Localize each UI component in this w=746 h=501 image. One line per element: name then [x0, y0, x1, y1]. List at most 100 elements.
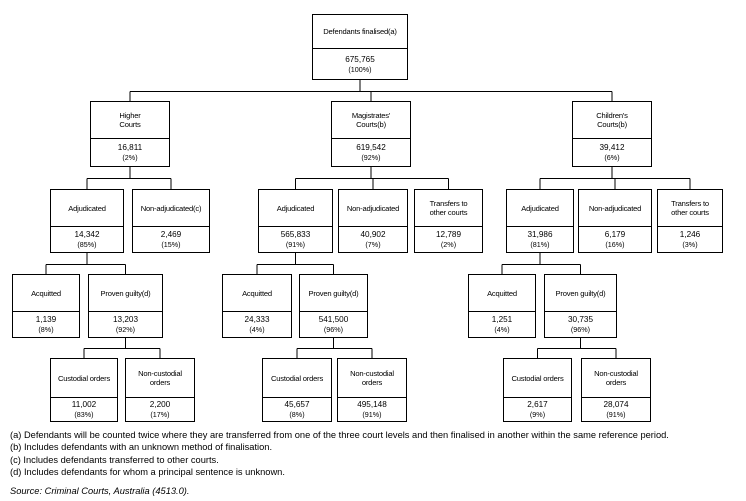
node-label: Custodial orders	[263, 359, 331, 398]
node-defendants-finalised: Defendants finalised(a) 675,765(100%)	[312, 14, 408, 80]
node-percent: (8%)	[38, 325, 54, 334]
node-percent: (2%)	[440, 240, 457, 249]
node-count: 12,789	[435, 230, 462, 239]
node-count: 31,986	[527, 230, 553, 239]
node-higher-custodial-orders: Custodial orders 11,002(83%)	[50, 358, 118, 422]
node-childrens-non-adjudicated: Non-adjudicated 6,179(16%)	[578, 189, 652, 253]
node-percent: (8%)	[289, 410, 305, 419]
node-percent: (3%)	[682, 240, 698, 249]
node-childrens-acquitted: Acquitted 1,251(4%)	[468, 274, 536, 338]
node-count: 675,765	[345, 54, 375, 64]
node-label: Custodial orders	[51, 359, 117, 398]
node-count: 541,500	[318, 315, 349, 324]
node-count: 30,735	[567, 315, 594, 324]
node-count: 1,251	[491, 315, 513, 324]
node-count: 565,833	[280, 230, 311, 239]
node-childrens-custodial-orders: Custodial orders 2,617(9%)	[503, 358, 572, 422]
node-magistrates-transfers: Transfers to other courts 12,789(2%)	[414, 189, 483, 253]
node-label: Defendants finalised(a)	[313, 15, 407, 49]
node-count: 1,139	[35, 315, 57, 324]
node-count: 2,200	[149, 400, 171, 409]
node-percent: (96%)	[323, 325, 344, 334]
node-childrens-non-custodial-orders: Non-custodial orders 28,074(91%)	[581, 358, 651, 422]
node-label: Acquitted	[469, 275, 535, 312]
node-percent: (100%)	[348, 64, 372, 74]
footnote-a: (a) Defendants will be counted twice whe…	[10, 430, 669, 440]
node-percent: (81%)	[530, 240, 550, 249]
node-count: 45,657	[284, 400, 310, 409]
node-magistrates-non-custodial-orders: Non-custodial orders 495,148(91%)	[337, 358, 407, 422]
node-label: Adjudicated	[259, 190, 332, 227]
node-label: Proven guilty(d)	[545, 275, 616, 312]
node-count: 13,203	[112, 315, 139, 324]
node-label: Proven guilty(d)	[300, 275, 367, 312]
node-label: Children's Courts(b)	[573, 102, 651, 139]
node-percent: (91%)	[362, 410, 382, 419]
node-higher-acquitted: Acquitted 1,139(8%)	[12, 274, 80, 338]
node-label: Adjudicated	[51, 190, 123, 227]
node-percent: (96%)	[570, 325, 591, 334]
node-percent: (92%)	[115, 325, 136, 334]
node-count: 619,542	[356, 143, 386, 152]
node-count: 40,902	[360, 230, 386, 239]
node-percent: (2%)	[122, 153, 138, 162]
node-percent: (15%)	[161, 240, 181, 249]
node-count: 14,342	[74, 230, 100, 239]
node-percent: (91%)	[606, 410, 626, 419]
node-higher-non-custodial-orders: Non-custodial orders 2,200(17%)	[125, 358, 195, 422]
node-percent: (92%)	[361, 153, 381, 162]
node-higher-adjudicated: Adjudicated 14,342(85%)	[50, 189, 124, 253]
node-childrens-adjudicated: Adjudicated 31,986(81%)	[506, 189, 574, 253]
node-label: Acquitted	[223, 275, 291, 312]
node-label: Non-adjudicated	[339, 190, 407, 227]
footnotes: (a) Defendants will be counted twice whe…	[10, 429, 669, 479]
node-count: 16,811	[117, 143, 143, 152]
node-label: Non-adjudicated(c)	[133, 190, 209, 227]
node-label: Acquitted	[13, 275, 79, 312]
node-higher-proven-guilty: Proven guilty(d) 13,203(92%)	[88, 274, 163, 338]
node-label: Higher Courts	[91, 102, 169, 139]
node-percent: (6%)	[604, 153, 620, 162]
node-count: 11,002	[71, 400, 97, 409]
source-note: Source: Criminal Courts, Australia (4513…	[10, 486, 190, 496]
footnote-c: (c) Includes defendants transferred to o…	[10, 454, 219, 465]
node-count: 6,179	[604, 230, 626, 239]
node-higher-non-adjudicated: Non-adjudicated(c) 2,469(15%)	[132, 189, 210, 253]
node-childrens-courts: Children's Courts(b) 39,412(6%)	[572, 101, 652, 167]
node-higher-courts: Higher Courts 16,811(2%)	[90, 101, 170, 167]
node-magistrates-acquitted: Acquitted 24,333(4%)	[222, 274, 292, 338]
node-label: Non-custodial orders	[582, 359, 650, 398]
node-percent: (4%)	[249, 325, 265, 334]
node-count: 24,333	[244, 315, 270, 324]
node-magistrates-courts: Magistrates' Courts(b) 619,542(92%)	[331, 101, 411, 167]
node-count: 1,246	[679, 230, 701, 239]
node-label: Proven guilty(d)	[89, 275, 162, 312]
node-label: Adjudicated	[507, 190, 573, 227]
node-count: 39,412	[599, 143, 625, 152]
node-label: Non-custodial orders	[338, 359, 406, 398]
node-magistrates-adjudicated: Adjudicated 565,833(91%)	[258, 189, 333, 253]
node-percent: (7%)	[365, 240, 381, 249]
node-magistrates-non-adjudicated: Non-adjudicated 40,902(7%)	[338, 189, 408, 253]
node-count: 2,469	[160, 230, 182, 239]
node-percent: (91%)	[285, 240, 306, 249]
node-percent: (83%)	[74, 410, 94, 419]
node-count: 28,074	[603, 400, 629, 409]
node-childrens-proven-guilty: Proven guilty(d) 30,735(96%)	[544, 274, 617, 338]
node-label: Transfers to other courts	[658, 190, 722, 227]
node-label: Non-custodial orders	[126, 359, 194, 398]
node-count: 495,148	[357, 400, 387, 409]
node-label: Non-adjudicated	[579, 190, 651, 227]
node-percent: (4%)	[494, 325, 510, 334]
footnote-b: (b) Includes defendants with an unknown …	[10, 442, 273, 453]
node-count: 2,617	[527, 400, 548, 409]
node-label: Transfers to other courts	[415, 190, 482, 227]
node-percent: (85%)	[77, 240, 97, 249]
footnote-d: (d) Includes defendants for whom a princ…	[10, 467, 285, 478]
node-percent: (17%)	[150, 410, 170, 419]
node-magistrates-custodial-orders: Custodial orders 45,657(8%)	[262, 358, 332, 422]
node-label: Magistrates' Courts(b)	[332, 102, 410, 139]
node-percent: (16%)	[605, 240, 625, 249]
node-label: Custodial orders	[504, 359, 571, 398]
